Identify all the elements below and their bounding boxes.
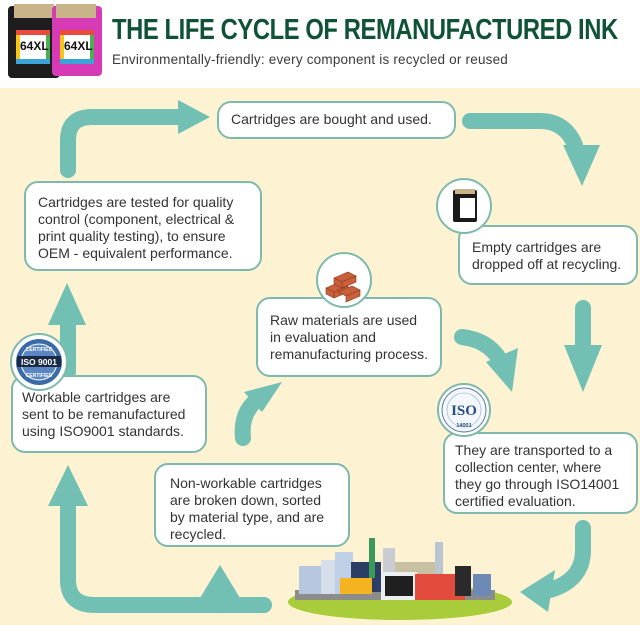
step-text-workable: Workable cartridges are sent to be reman…	[22, 389, 186, 439]
step-box-dropped: Empty cartridges are dropped off at recy…	[458, 225, 638, 285]
step-box-raw-materials: Raw materials are used in evaluation and…	[256, 297, 442, 377]
step-box-transported: They are transported to a collection cen…	[443, 432, 638, 514]
arrowhead-bought-to-dropped	[563, 145, 600, 186]
empty-cartridge-icon-circle	[436, 178, 492, 234]
color-cartridge	[52, 4, 102, 76]
step-text-dropped: Empty cartridges are dropped off at recy…	[472, 239, 622, 272]
arrowhead-nonworkable-to-raw	[244, 382, 282, 412]
iso9001-badge-icon: ISO 9001 CERTIFIED CERTIFIED	[16, 339, 62, 385]
iso14001-number: 14001	[456, 423, 471, 429]
iso9001-badge-circle: ISO 9001 CERTIFIED CERTIFIED	[10, 333, 68, 391]
factory-illustration	[288, 538, 512, 620]
arrow-bought-to-dropped	[462, 113, 583, 153]
iso9001-bottom-text: CERTIFIED	[26, 373, 53, 379]
page-subtitle: Environmentally-friendly: every componen…	[112, 52, 509, 67]
arrow-transported-to-factory	[542, 520, 591, 598]
step-box-tested: Cartridges are tested for quality contro…	[24, 181, 262, 271]
step-box-non-workable: Non-workable cartridges are broken down,…	[154, 463, 350, 547]
arrow-raw-to-transported	[454, 329, 508, 368]
arrow-factory-to-workable	[60, 492, 272, 613]
black-cartridge	[8, 4, 60, 78]
arrowhead-tested-to-bought	[178, 100, 210, 134]
step-text-raw-materials: Raw materials are used in evaluation and…	[270, 312, 428, 362]
arrowhead-dropped-to-transported	[564, 345, 602, 392]
step-box-bought: Cartridges are bought and used.	[217, 101, 456, 139]
step-text-transported: They are transported to a collection cen…	[455, 442, 620, 509]
header: 64XL 64XL THE LIFE CYCLE OF REMANUFACTUR…	[0, 0, 640, 88]
iso14001-badge-icon: ISO 14001	[441, 387, 487, 433]
color-cartridge-label: 64XL	[64, 39, 93, 53]
step-text-non-workable: Non-workable cartridges are broken down,…	[170, 475, 325, 542]
bricks-icon	[325, 271, 361, 303]
raw-materials-icon-circle	[316, 252, 372, 308]
iso14001-badge-circle: ISO 14001	[437, 383, 491, 437]
page-title: THE LIFE CYCLE OF REMANUFACTURED INK	[112, 14, 618, 46]
iso9001-label: ISO 9001	[21, 357, 57, 367]
empty-cartridge-icon	[453, 189, 477, 222]
arrowhead-raw-to-transported	[486, 348, 518, 392]
step-text-bought: Cartridges are bought and used.	[231, 111, 432, 127]
iso9001-top-text: CERTIFIED	[26, 347, 53, 353]
arrowhead-factory-to-nonworkable	[200, 565, 240, 598]
iso14001-label: ISO	[451, 403, 477, 419]
arrowhead-factory-to-workable	[48, 465, 88, 506]
step-text-tested: Cartridges are tested for quality contro…	[38, 194, 235, 261]
arrowhead-transported-to-factory	[520, 570, 555, 612]
ink-cartridges-image: 64XL 64XL	[8, 4, 102, 78]
arrowhead-workable-to-tested	[48, 283, 86, 325]
black-cartridge-label: 64XL	[20, 39, 49, 53]
arrow-tested-to-bought	[60, 109, 188, 178]
